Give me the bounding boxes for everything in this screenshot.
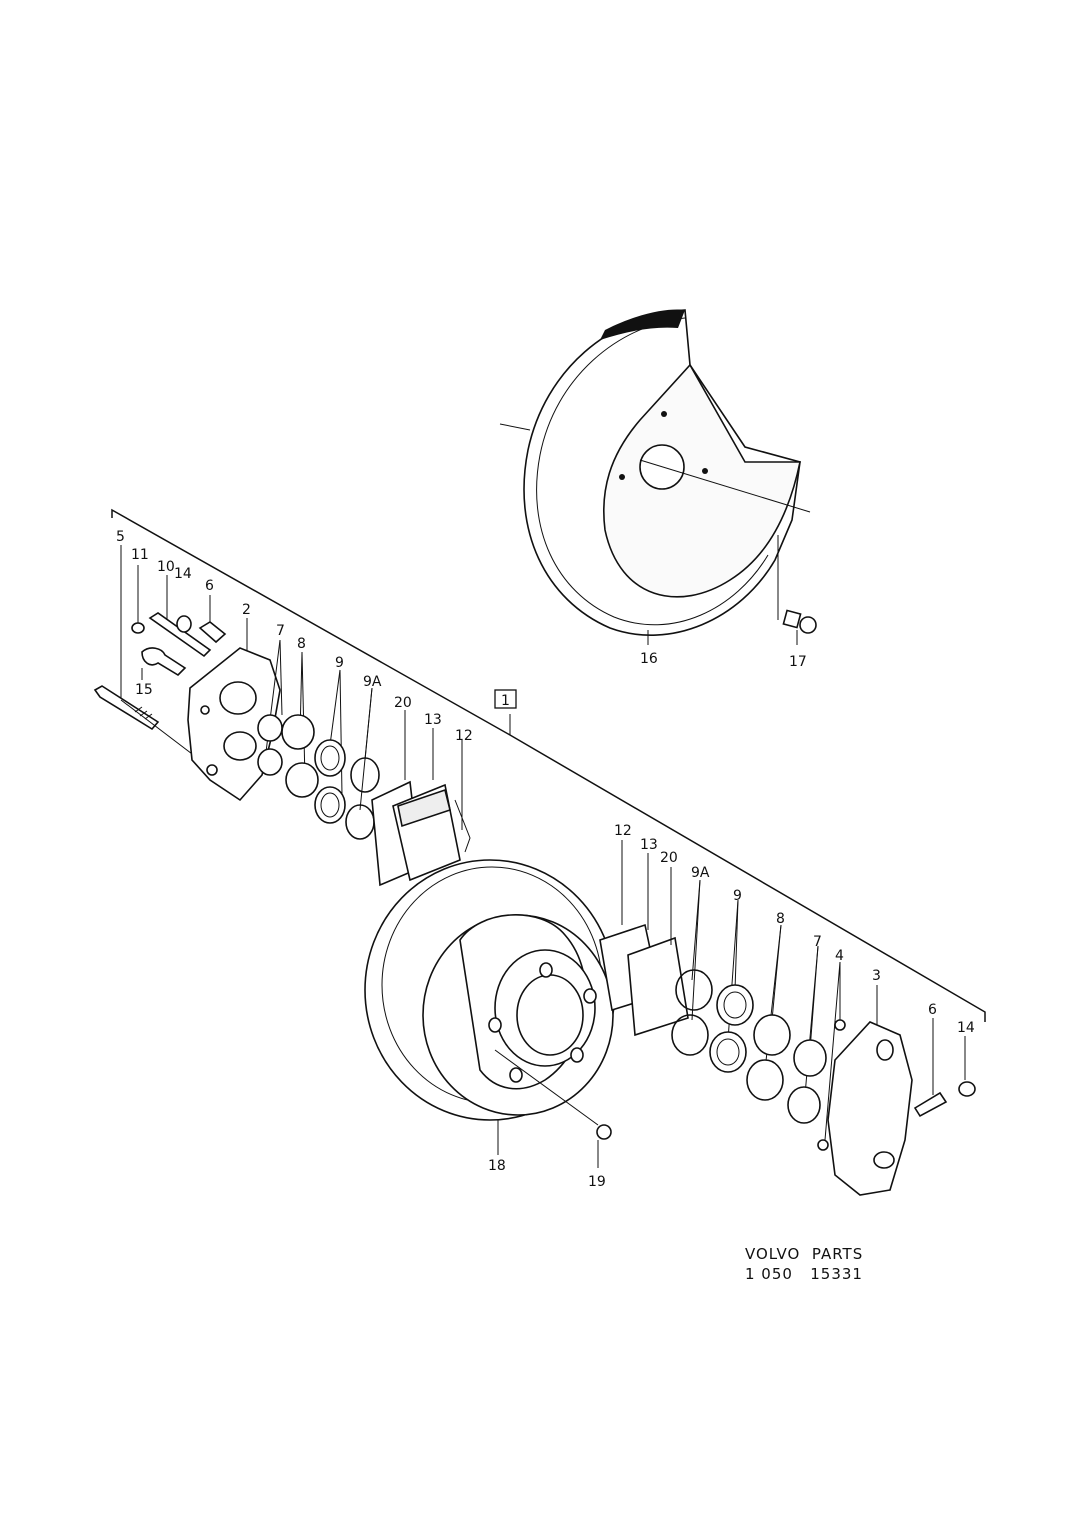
callout-labels: 1 2 3 4 5 6 6 7 7 8 8 9 9 9A 9A 10 11 12…: [116, 529, 975, 1190]
parts-reference: VOLVO PARTS 1 050 15331: [745, 1244, 863, 1284]
callout-7-left: 7: [276, 623, 285, 639]
left-piston-set: [257, 639, 380, 840]
callout-14-right: 14: [957, 1020, 975, 1036]
callout-18: 18: [488, 1158, 506, 1174]
callout-4: 4: [835, 948, 844, 964]
callout-9A-right: 9A: [691, 865, 710, 881]
callout-8-left: 8: [297, 636, 306, 652]
callout-10: 10: [157, 559, 175, 575]
left-fasteners: [93, 545, 227, 761]
right-caliper-half: [817, 961, 976, 1196]
callout-20-right: 20: [660, 850, 678, 866]
callout-13-left: 13: [424, 712, 442, 728]
callout-15: 15: [135, 682, 153, 698]
callout-12-right: 12: [614, 823, 632, 839]
callout-19: 19: [588, 1174, 606, 1190]
callout-7-right: 7: [813, 934, 822, 950]
callout-16: 16: [640, 651, 658, 667]
callout-5: 5: [116, 529, 125, 545]
left-caliper-half: [187, 618, 281, 802]
shield-bolt: [777, 535, 817, 645]
callout-2: 2: [242, 602, 251, 618]
callout-13-right: 13: [640, 837, 658, 853]
disc-screw: [494, 1049, 612, 1168]
callout-6-left: 6: [205, 578, 214, 594]
footer-brand: VOLVO PARTS: [745, 1245, 864, 1263]
right-piston-set: [671, 879, 827, 1124]
callout-9-right: 9: [733, 888, 742, 904]
callout-14-left: 14: [174, 566, 192, 582]
callout-12-left: 12: [455, 728, 473, 744]
left-pad-set: [371, 710, 471, 887]
callout-1: 1: [501, 693, 510, 709]
callout-8-right: 8: [776, 911, 785, 927]
callout-20-left: 20: [394, 695, 412, 711]
callout-9A-left: 9A: [363, 674, 382, 690]
callout-9-left: 9: [335, 655, 344, 671]
right-pad-set: [599, 840, 689, 1037]
dust-shield: [499, 309, 811, 645]
callout-17: 17: [789, 654, 807, 670]
brake-disc: [364, 859, 616, 1155]
assembly-group-line: [111, 508, 986, 1022]
callout-6-right: 6: [928, 1002, 937, 1018]
callout-11: 11: [131, 547, 149, 563]
callout-3: 3: [872, 968, 881, 984]
footer-ref-numbers: 1 050 15331: [745, 1265, 863, 1283]
